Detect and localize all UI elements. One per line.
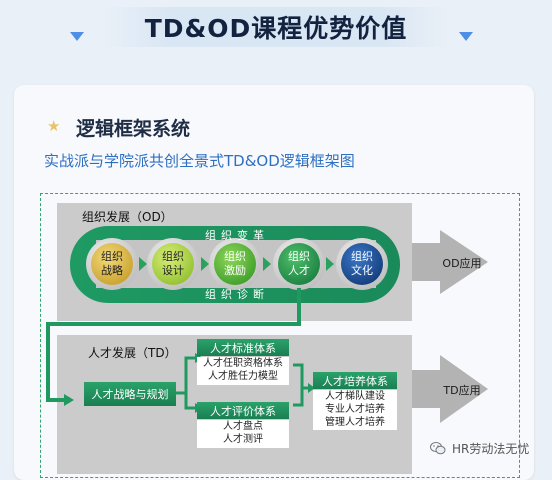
td-output-arrow <box>412 355 488 423</box>
arrow-right-icon <box>201 257 209 271</box>
td-flow-arrow-right <box>293 363 310 407</box>
circle-label-incentive: 组织激励 <box>224 250 246 277</box>
td-flow-arrow-down <box>184 393 196 410</box>
td-output-label: TD应用 <box>443 384 481 397</box>
section-subtitle: 实战派与学院派共创全景式TD&OD逻辑框架图 <box>44 152 355 170</box>
td-cultivation-items: 人才梯队建设 专业人才培养 管理人才培养 <box>313 390 397 430</box>
od-band-bottom-label: 组织诊断 <box>205 288 269 301</box>
td-standard-title: 人才标准体系 <box>197 339 289 356</box>
td-strategy-box: 人才战略与规划 <box>84 382 176 406</box>
star-icon: ★ <box>47 117 61 135</box>
arrow-right-icon <box>139 257 147 271</box>
circle-incentive <box>214 243 256 285</box>
td-evaluation-items: 人才盘点 人才测评 <box>197 420 289 448</box>
arrow-right-icon <box>263 257 271 271</box>
circle-talent <box>278 243 320 285</box>
section-title: 逻辑框架系统 <box>76 118 191 140</box>
od-output-label: OD应用 <box>442 257 482 270</box>
td-label: 人才发展（TD） <box>88 346 177 360</box>
od-band-top-label: 组织变革 <box>205 229 269 242</box>
chevron-down-icon <box>70 32 84 41</box>
td-standard-items: 人才任职资格体系 人才胜任力模型 <box>197 357 289 385</box>
od-output-arrow <box>412 230 488 294</box>
arrow-right-icon <box>326 257 334 271</box>
chevron-down-icon <box>459 32 473 41</box>
circle-label-culture: 组织文化 <box>351 250 373 277</box>
circle-label-design: 组织设计 <box>162 250 184 277</box>
od-label: 组织发展（OD） <box>82 210 173 224</box>
td-flow-arrow-up <box>176 356 196 395</box>
circle-culture <box>341 243 383 285</box>
arrow-right-icon <box>64 394 74 406</box>
arrow-right-icon <box>308 383 315 393</box>
circle-label-talent: 组织人才 <box>288 250 310 277</box>
od-td-connector <box>46 288 301 402</box>
header-banner: TD&OD课程优势价值 <box>100 7 452 47</box>
td-evaluation-title: 人才评价体系 <box>197 402 289 419</box>
td-cultivation-title: 人才培养体系 <box>313 372 397 389</box>
wechat-icon <box>430 442 446 455</box>
circle-strategy <box>91 243 133 285</box>
page-title: TD&OD课程优势价值 <box>144 14 408 43</box>
watermark-text: HR劳动法无忧 <box>452 442 530 456</box>
circle-design <box>152 243 194 285</box>
circle-label-strategy: 组织战略 <box>101 250 123 277</box>
